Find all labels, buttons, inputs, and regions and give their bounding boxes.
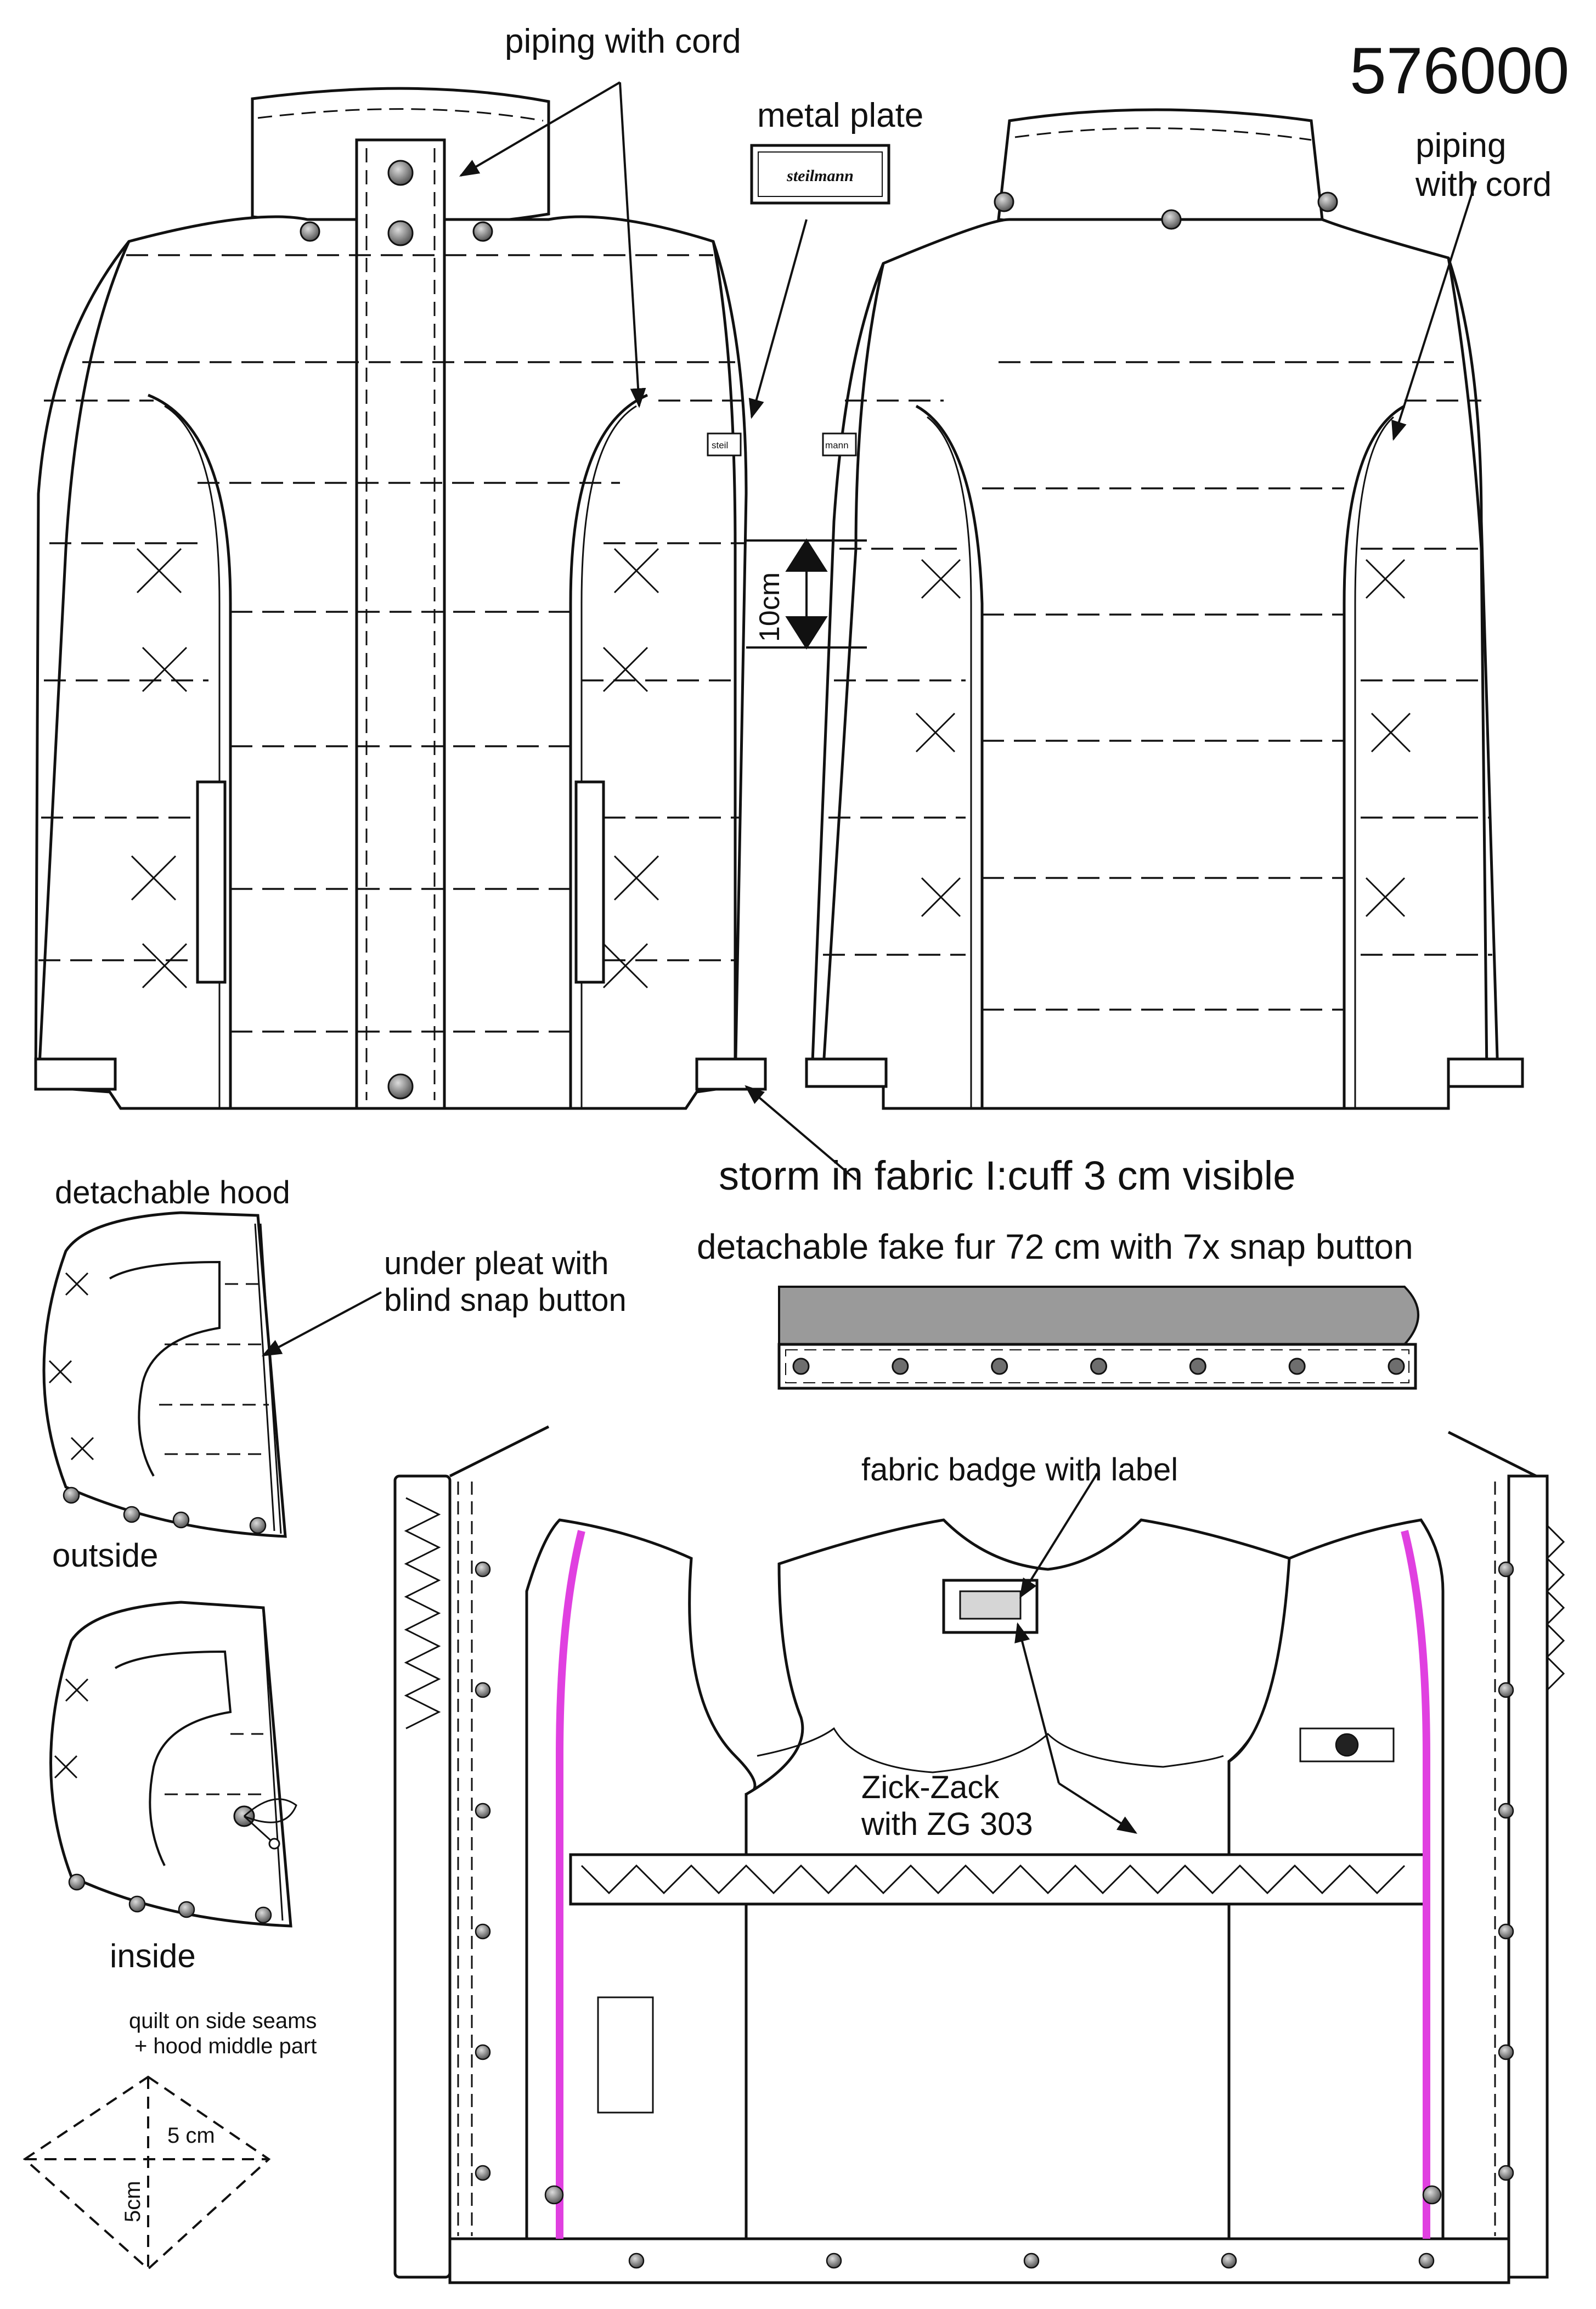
hood-outside <box>42 1211 287 1538</box>
front-diamond-quilting <box>131 548 659 989</box>
fur-snap-button <box>1388 1358 1405 1375</box>
jacket-back <box>805 108 1524 1110</box>
style-number: 576000 <box>1350 34 1570 108</box>
fur-snap-button <box>1189 1358 1206 1375</box>
interior-zigzag-band <box>569 1853 1428 1906</box>
back-left-cuff <box>805 1057 888 1088</box>
fake-fur-strip <box>777 1286 1419 1390</box>
five-cm-horizontal-label: 5 cm <box>167 2124 215 2148</box>
front-placket <box>355 138 446 1110</box>
interior-snaps <box>475 1561 1514 2269</box>
piping-with-cord-front-label: piping with cord <box>505 22 741 60</box>
measure-10cm <box>746 538 867 650</box>
sleeve-tag-back-text: mann <box>825 440 849 450</box>
quilt-diamond <box>22 2075 271 2271</box>
fur-snap-button <box>792 1358 810 1375</box>
inner-pocket <box>597 1996 654 2114</box>
fur-snaps <box>792 1358 1405 1375</box>
back-right-cuff <box>1447 1057 1524 1088</box>
sleeve-tag <box>707 432 742 457</box>
placket-snap <box>387 1073 414 1100</box>
sleeve-tag-text: steil <box>712 440 728 450</box>
back-body <box>810 218 1499 1110</box>
cuff-note-label: storm in fabric I:cuff 3 cm visible <box>719 1153 1296 1198</box>
placket-snap <box>387 160 414 186</box>
hood-outside-quilt <box>48 1272 269 1461</box>
fake-fur-label: detachable fake fur 72 cm with 7x snap b… <box>697 1227 1413 1266</box>
quilt-note-label: quilt on side seams + hood middle part <box>129 2009 317 2058</box>
hood-inside <box>49 1601 292 1928</box>
right-zip-pocket <box>574 780 605 984</box>
callout-arrows <box>261 81 1477 1834</box>
hood-outside-label: outside <box>52 1537 159 1574</box>
piping-with-cord-back-label: piping with cord <box>1415 127 1552 204</box>
fur-snap-button <box>1090 1358 1107 1375</box>
front-left-cuff <box>34 1057 117 1091</box>
hood-inside-label: inside <box>110 1938 196 1974</box>
back-left-panel-seam <box>915 404 984 1108</box>
interior-zigzag <box>404 1497 1565 1895</box>
interior-hem <box>448 2237 1510 2284</box>
under-pleat-label: under pleat with blind snap button <box>384 1246 627 1318</box>
front-quilt-lines <box>38 254 752 1033</box>
collar-snap <box>994 192 1014 212</box>
hood-inside-drawcord <box>54 1678 297 1850</box>
back-quilt-lines <box>823 361 1492 1011</box>
back-diamond-quilting <box>915 559 1411 917</box>
fabric-badge-label: fabric badge with label <box>861 1452 1178 1488</box>
left-zip-pocket <box>196 780 227 984</box>
front-left-panel-seam <box>148 393 232 1108</box>
interior-left-facing <box>393 1474 452 2279</box>
back-right-panel-seam <box>1343 404 1406 1108</box>
back-collar-snaps <box>994 192 1338 230</box>
collar-snap <box>300 221 320 242</box>
measure-10cm-label: 10cm <box>754 572 786 642</box>
five-cm-vertical-label: 5cm <box>121 2181 145 2222</box>
interior-pink-piping <box>556 1530 1430 2239</box>
sleeve-tag-back <box>822 432 857 457</box>
interior-lining <box>393 1425 1549 2284</box>
collar-snap <box>1317 192 1338 212</box>
front-right-panel-seam <box>569 393 648 1108</box>
metal-plate <box>750 144 890 205</box>
placket-snap <box>387 220 414 246</box>
collar-snap <box>472 221 493 242</box>
interior-right-facing <box>1507 1474 1549 2279</box>
hood-inside-snaps <box>68 1873 272 1924</box>
front-right-cuff <box>695 1057 767 1091</box>
fur-snap-button <box>1288 1358 1306 1375</box>
front-snaps <box>300 160 493 1100</box>
hood-outside-snaps <box>63 1486 267 1534</box>
metal-plate-brand: steilmann <box>786 167 854 185</box>
fur-snap-button <box>991 1358 1008 1375</box>
detachable-hood-title: detachable hood <box>55 1175 290 1210</box>
collar-snap <box>1161 209 1182 230</box>
fur-snap-button <box>892 1358 909 1375</box>
zick-zack-label: Zick-Zack with ZG 303 <box>861 1770 1033 1842</box>
jacket-front <box>34 87 767 1110</box>
metal-plate-label: metal plate <box>757 97 924 134</box>
